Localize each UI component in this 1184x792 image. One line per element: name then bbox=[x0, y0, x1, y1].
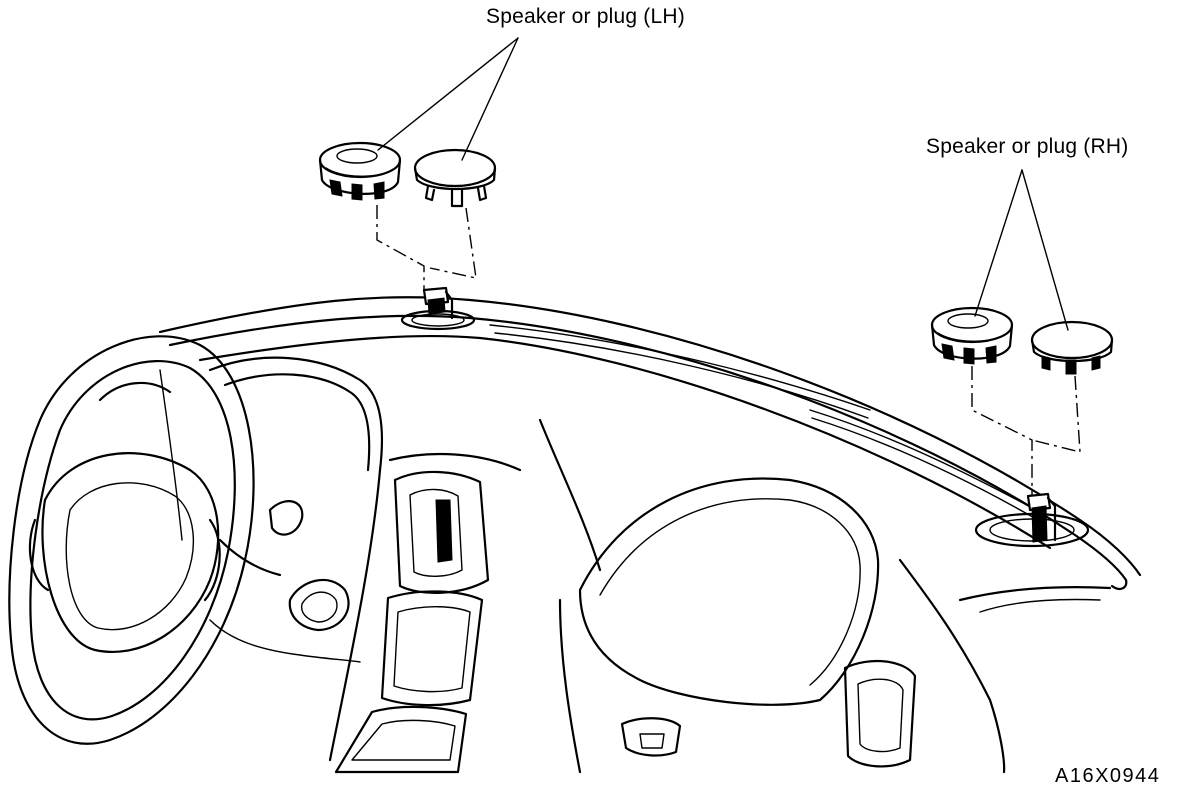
lh-speaker-callout: Speaker or plug (LH) bbox=[486, 5, 685, 28]
leader-lines bbox=[377, 37, 1069, 331]
rh-speaker-unit bbox=[930, 306, 1014, 365]
dashboard-lower-structure bbox=[159, 356, 1112, 774]
lh-speaker-unit bbox=[318, 141, 402, 201]
installation-guide-lines bbox=[376, 205, 1081, 496]
dashboard-upper-pad bbox=[158, 296, 1142, 590]
lh-plug-unit bbox=[413, 148, 497, 208]
lh-speaker-mount bbox=[400, 286, 476, 331]
rh-speaker-callout: Speaker or plug (RH) bbox=[926, 135, 1129, 158]
steering-wheel bbox=[8, 335, 255, 745]
rh-speaker-mount bbox=[974, 492, 1090, 548]
rh-plug-unit bbox=[1030, 320, 1114, 375]
figure-code: A16X0944 bbox=[1055, 765, 1161, 787]
